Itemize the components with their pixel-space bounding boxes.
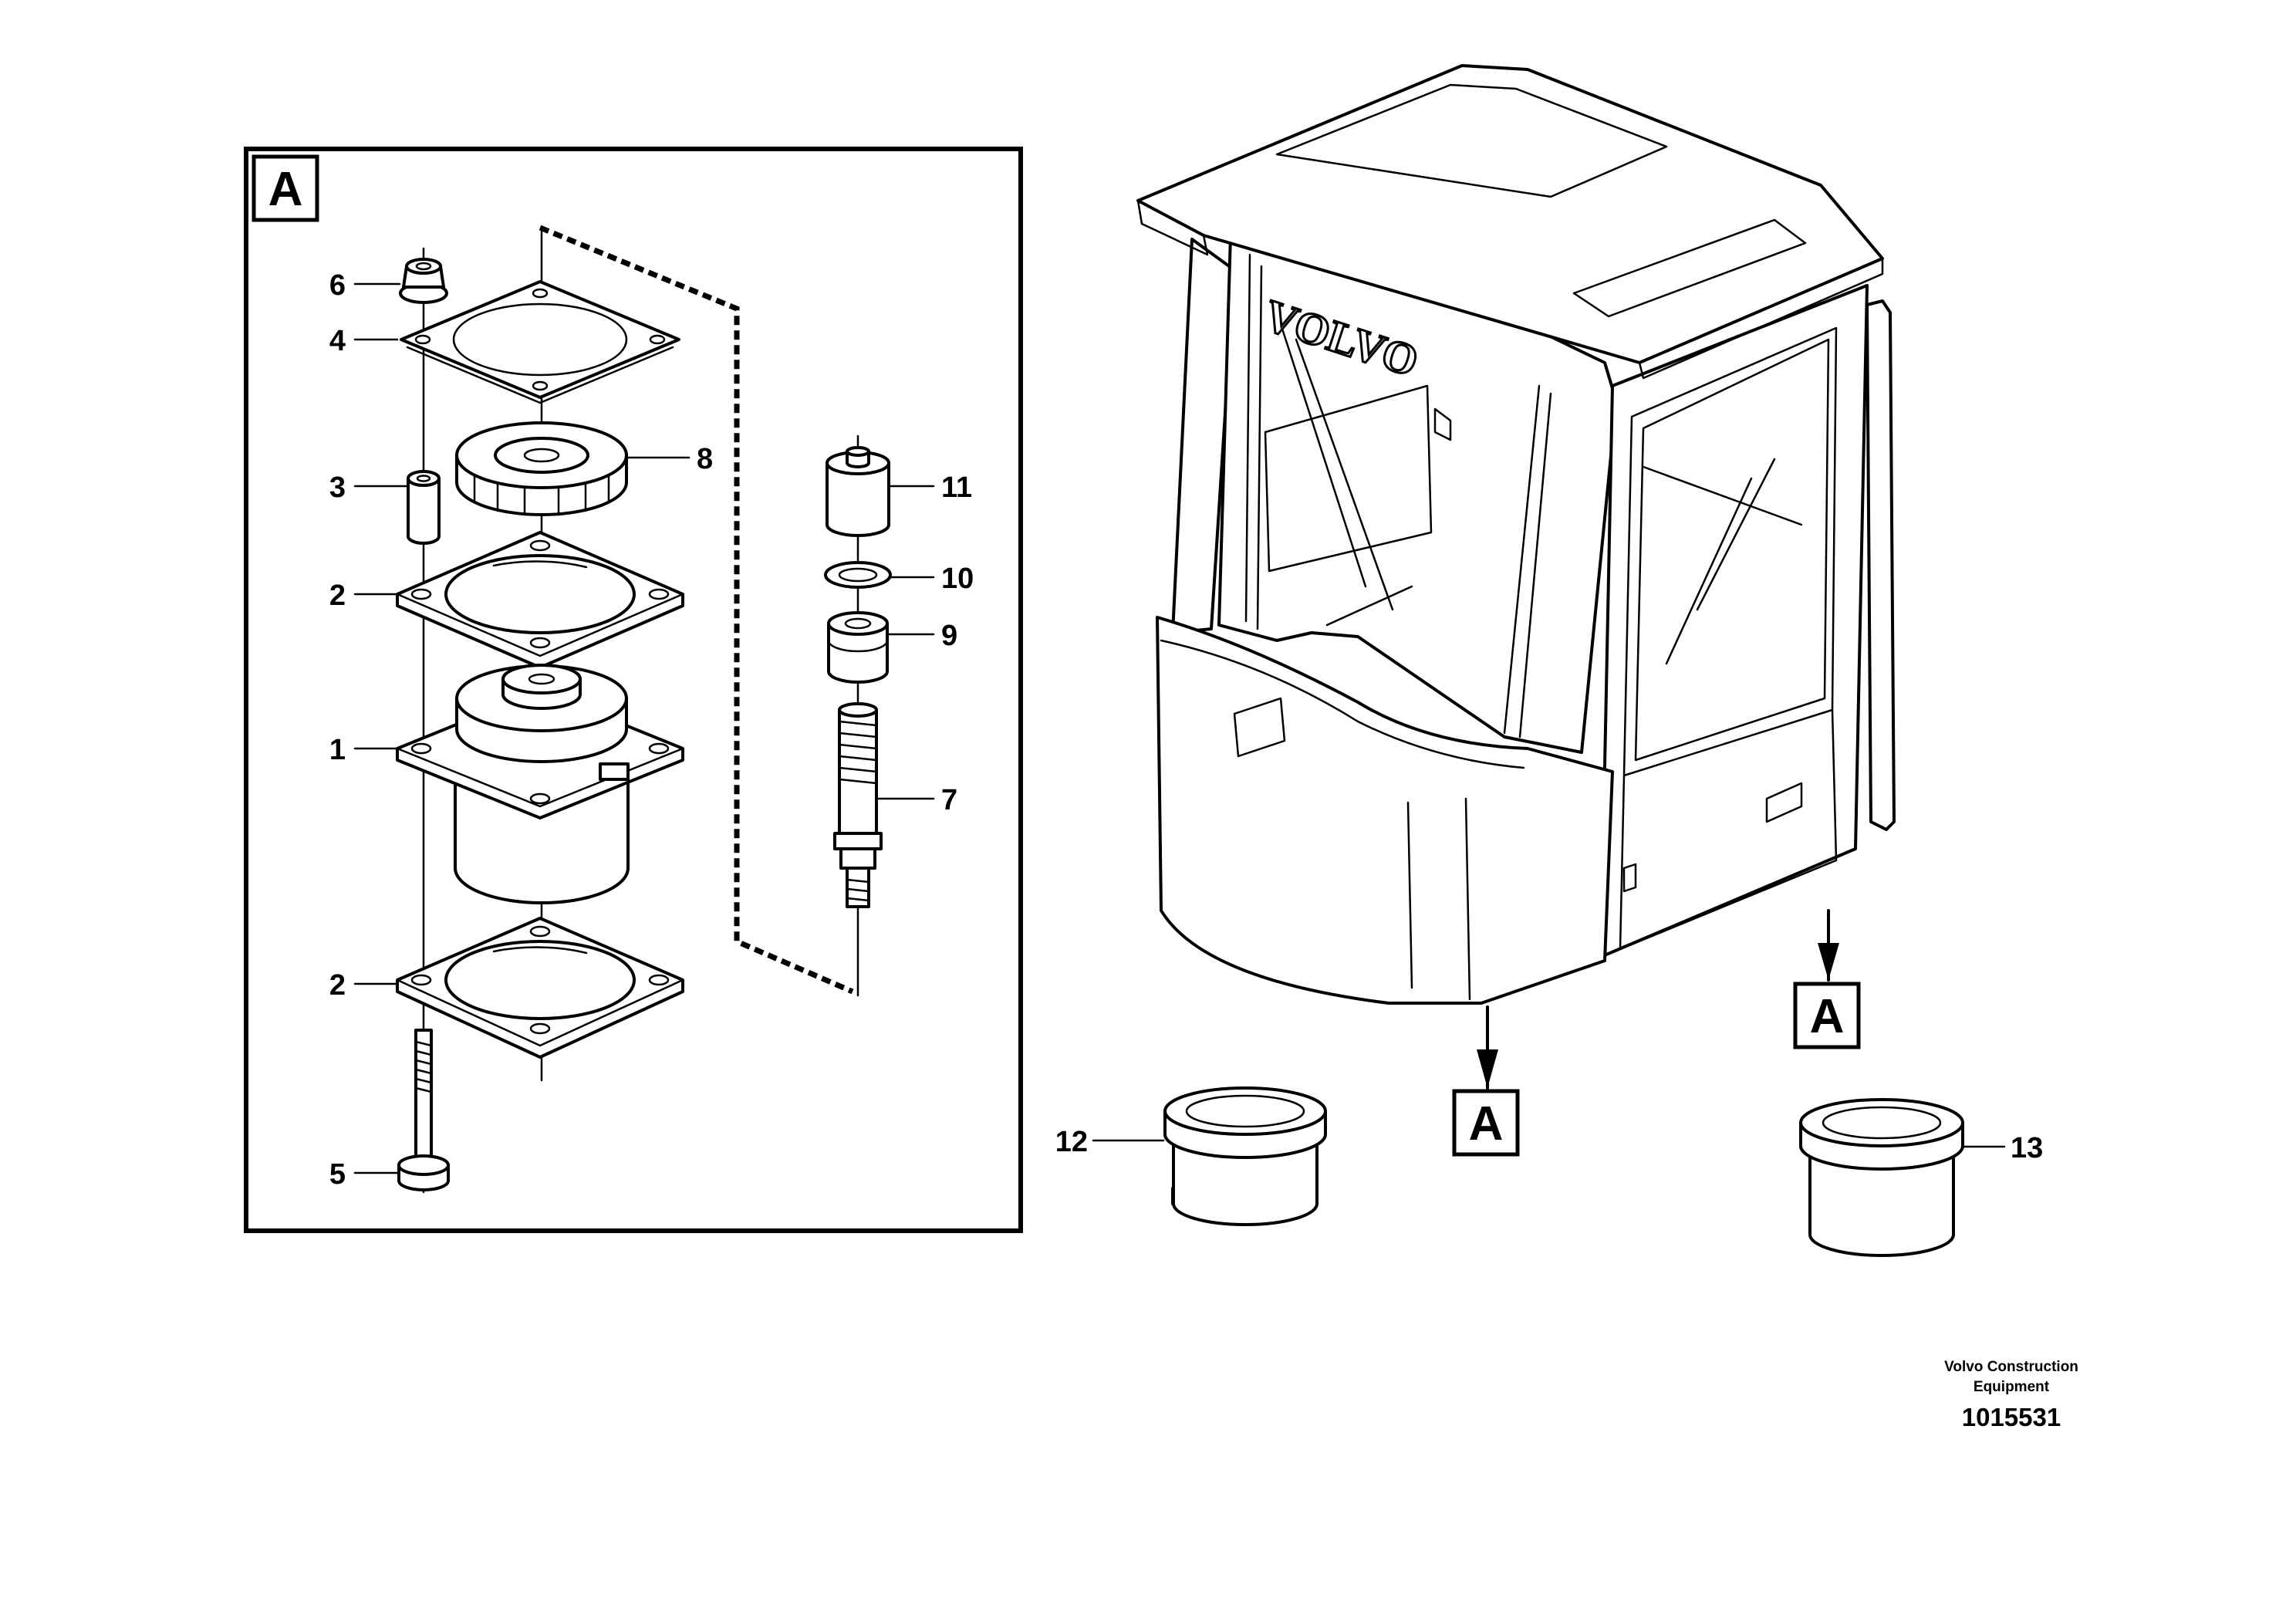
part-2-upper-plate <box>396 531 684 669</box>
cab-ref-letter-front: A <box>1469 1097 1504 1151</box>
callout-8: 8 <box>697 443 713 475</box>
cab-illustration: VOLVO A A <box>1136 64 1896 1157</box>
credit-line1: Volvo Construction <box>1944 1359 2078 1375</box>
dashed-bracket <box>539 225 854 995</box>
callout-2-lower: 2 <box>329 969 346 1002</box>
credit-block: Volvo Construction Equipment 1015531 <box>1944 1359 2078 1431</box>
callout-12: 12 <box>1055 1126 1088 1158</box>
part-7-stud <box>833 702 883 908</box>
part-12-bushing <box>1163 1086 1327 1226</box>
callout-7: 7 <box>941 784 957 816</box>
part-11-sleeve <box>826 446 890 537</box>
cab-ref-marker-rear: A <box>1793 982 1861 1049</box>
callout-4: 4 <box>329 325 346 357</box>
cab-handrail <box>1866 299 1896 831</box>
callout-5: 5 <box>329 1158 346 1191</box>
part-4-plate <box>400 280 680 404</box>
part-1-mount <box>396 664 684 904</box>
callout-9: 9 <box>941 620 957 652</box>
part-8-ring <box>455 421 628 516</box>
part-5-bolt <box>397 1029 450 1191</box>
callout-11: 11 <box>941 471 972 504</box>
detail-ref-letter: A <box>268 163 303 216</box>
part-9-nut <box>827 611 889 684</box>
part-6-nut <box>399 258 448 304</box>
callout-2-upper: 2 <box>329 580 346 612</box>
detail-box: A <box>244 147 1023 1233</box>
part-2-lower-plate <box>396 917 684 1059</box>
cab-ref-marker-front: A <box>1452 1089 1520 1157</box>
callout-3: 3 <box>329 471 346 504</box>
part-3-sleeve <box>407 470 441 545</box>
callout-6: 6 <box>329 269 346 302</box>
detail-ref-marker: A <box>252 154 319 222</box>
callout-13: 13 <box>2011 1132 2043 1164</box>
callout-1: 1 <box>329 734 346 766</box>
figure-number: 1015531 <box>1962 1403 2061 1431</box>
part-10-washer <box>824 561 892 589</box>
cab-ref-letter-rear: A <box>1810 990 1845 1043</box>
leader-lines-detail <box>353 282 935 1174</box>
credit-line2: Equipment <box>1974 1379 2050 1395</box>
part-13-bushing <box>1799 1098 1964 1257</box>
callout-10: 10 <box>941 563 974 595</box>
